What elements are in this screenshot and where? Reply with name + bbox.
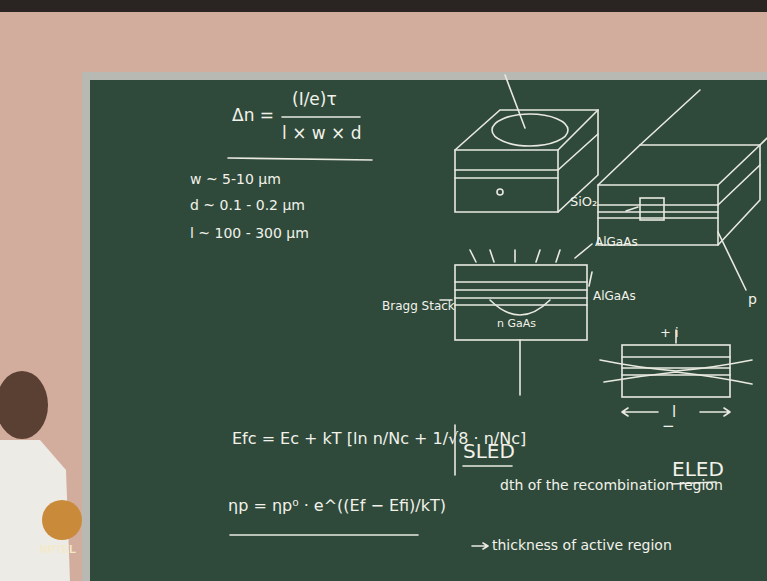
logo-text: NPTEL: [40, 543, 76, 555]
chalk-text: d ~ 0.1 - 0.2 μm: [190, 198, 305, 213]
board-frame: [82, 72, 767, 581]
chalk-text: l: [672, 404, 676, 421]
chalk-text: AlGaAs: [595, 236, 638, 249]
chalk-text: p: [748, 292, 757, 307]
chalkboard: [90, 80, 767, 581]
chalk-text: SLED: [463, 440, 515, 462]
chalk-text: dth of the recombination region: [500, 478, 723, 493]
wall: [0, 12, 767, 581]
chalk-text: l ~ 100 - 300 μm: [190, 226, 309, 241]
chalk-text: w ~ 5-10 μm: [190, 172, 281, 187]
chalk-text: Bragg Stack: [382, 300, 455, 313]
chalk-text: SiO₂: [570, 195, 597, 209]
chalk-drawing: [228, 75, 767, 549]
chalk-text: Δn =: [232, 106, 274, 125]
chalk-text: ηp = ηp⁰ · e^((Ef − Efi)/kT): [228, 497, 446, 515]
chalk-text: + i: [660, 326, 679, 340]
chalk-text: l × w × d: [282, 124, 362, 143]
logo-badge: [42, 500, 82, 540]
chalk-text: thickness of active region: [492, 538, 672, 553]
chalk-text: AlGaAs: [593, 290, 636, 303]
chalk-text: (I/e)τ: [292, 90, 337, 109]
chalk-text: n GaAs: [497, 318, 536, 330]
chalk-text: ELED: [672, 458, 724, 480]
top-band: [0, 0, 767, 12]
